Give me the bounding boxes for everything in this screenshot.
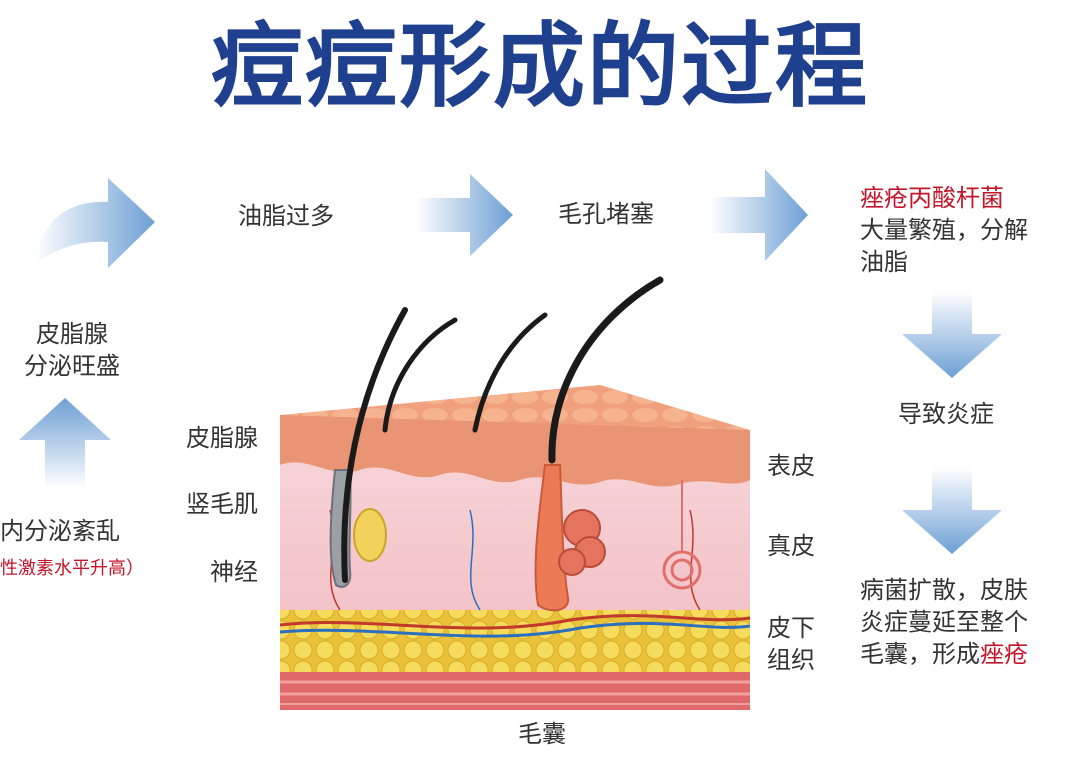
spread-line-3: 毛囊，形成痤疮 <box>860 638 1028 670</box>
step-bacteria-label: 痤疮丙酸杆菌 大量繁殖，分解 油脂 <box>860 182 1028 278</box>
bacteria-line-2: 油脂 <box>860 248 908 276</box>
spread-line-1: 病菌扩散，皮肤 <box>860 576 1028 604</box>
spread-line-3-text: 毛囊，形成 <box>860 640 980 668</box>
skin-cross-section-illustration <box>279 276 751 710</box>
right-arrow-icon-2 <box>710 169 808 261</box>
anatomy-subcutaneous-label: 皮下 组织 <box>767 612 815 676</box>
step-sebaceous-line-2: 分泌旺盛 <box>24 352 120 380</box>
step-endocrine-note: 性激素水平升高） <box>0 558 144 579</box>
step-inflammation-label: 导致炎症 <box>898 400 994 428</box>
anatomy-epidermis-label: 表皮 <box>767 452 815 480</box>
subcutaneous-line-2: 组织 <box>767 646 815 674</box>
acne-word: 痤疮 <box>980 640 1028 668</box>
anatomy-dermis-label: 真皮 <box>767 532 815 560</box>
step-sebaceous-line-1: 皮脂腺 <box>36 320 108 348</box>
step-sebaceous-label: 皮脂腺 分泌旺盛 <box>22 318 122 382</box>
spread-line-2: 炎症蔓延至整个 <box>860 608 1028 636</box>
curved-arrow-icon <box>35 178 155 268</box>
step-pore-label: 毛孔堵塞 <box>558 200 654 228</box>
anatomy-nerve-label: 神经 <box>210 558 258 586</box>
step-oil-label: 油脂过多 <box>238 202 334 230</box>
anatomy-sebaceous-label: 皮脂腺 <box>186 424 258 452</box>
up-arrow-icon <box>19 398 111 488</box>
bacteria-line-1: 大量繁殖，分解 <box>860 216 1028 244</box>
anatomy-follicle-label: 毛囊 <box>518 720 566 748</box>
step-spread-label: 病菌扩散，皮肤 炎症蔓延至整个 毛囊，形成痤疮 <box>860 574 1028 670</box>
right-arrow-icon-1 <box>415 174 513 256</box>
subcutaneous-line-1: 皮下 <box>767 614 815 642</box>
anatomy-arrector-label: 竖毛肌 <box>186 490 258 518</box>
step-endocrine-label: 内分泌紊乱 <box>0 517 120 545</box>
bacteria-name: 痤疮丙酸杆菌 <box>860 184 1004 212</box>
down-arrow-icon-1 <box>902 292 1002 378</box>
down-arrow-icon-2 <box>902 468 1002 554</box>
page-title: 痘痘形成的过程 <box>210 13 869 120</box>
